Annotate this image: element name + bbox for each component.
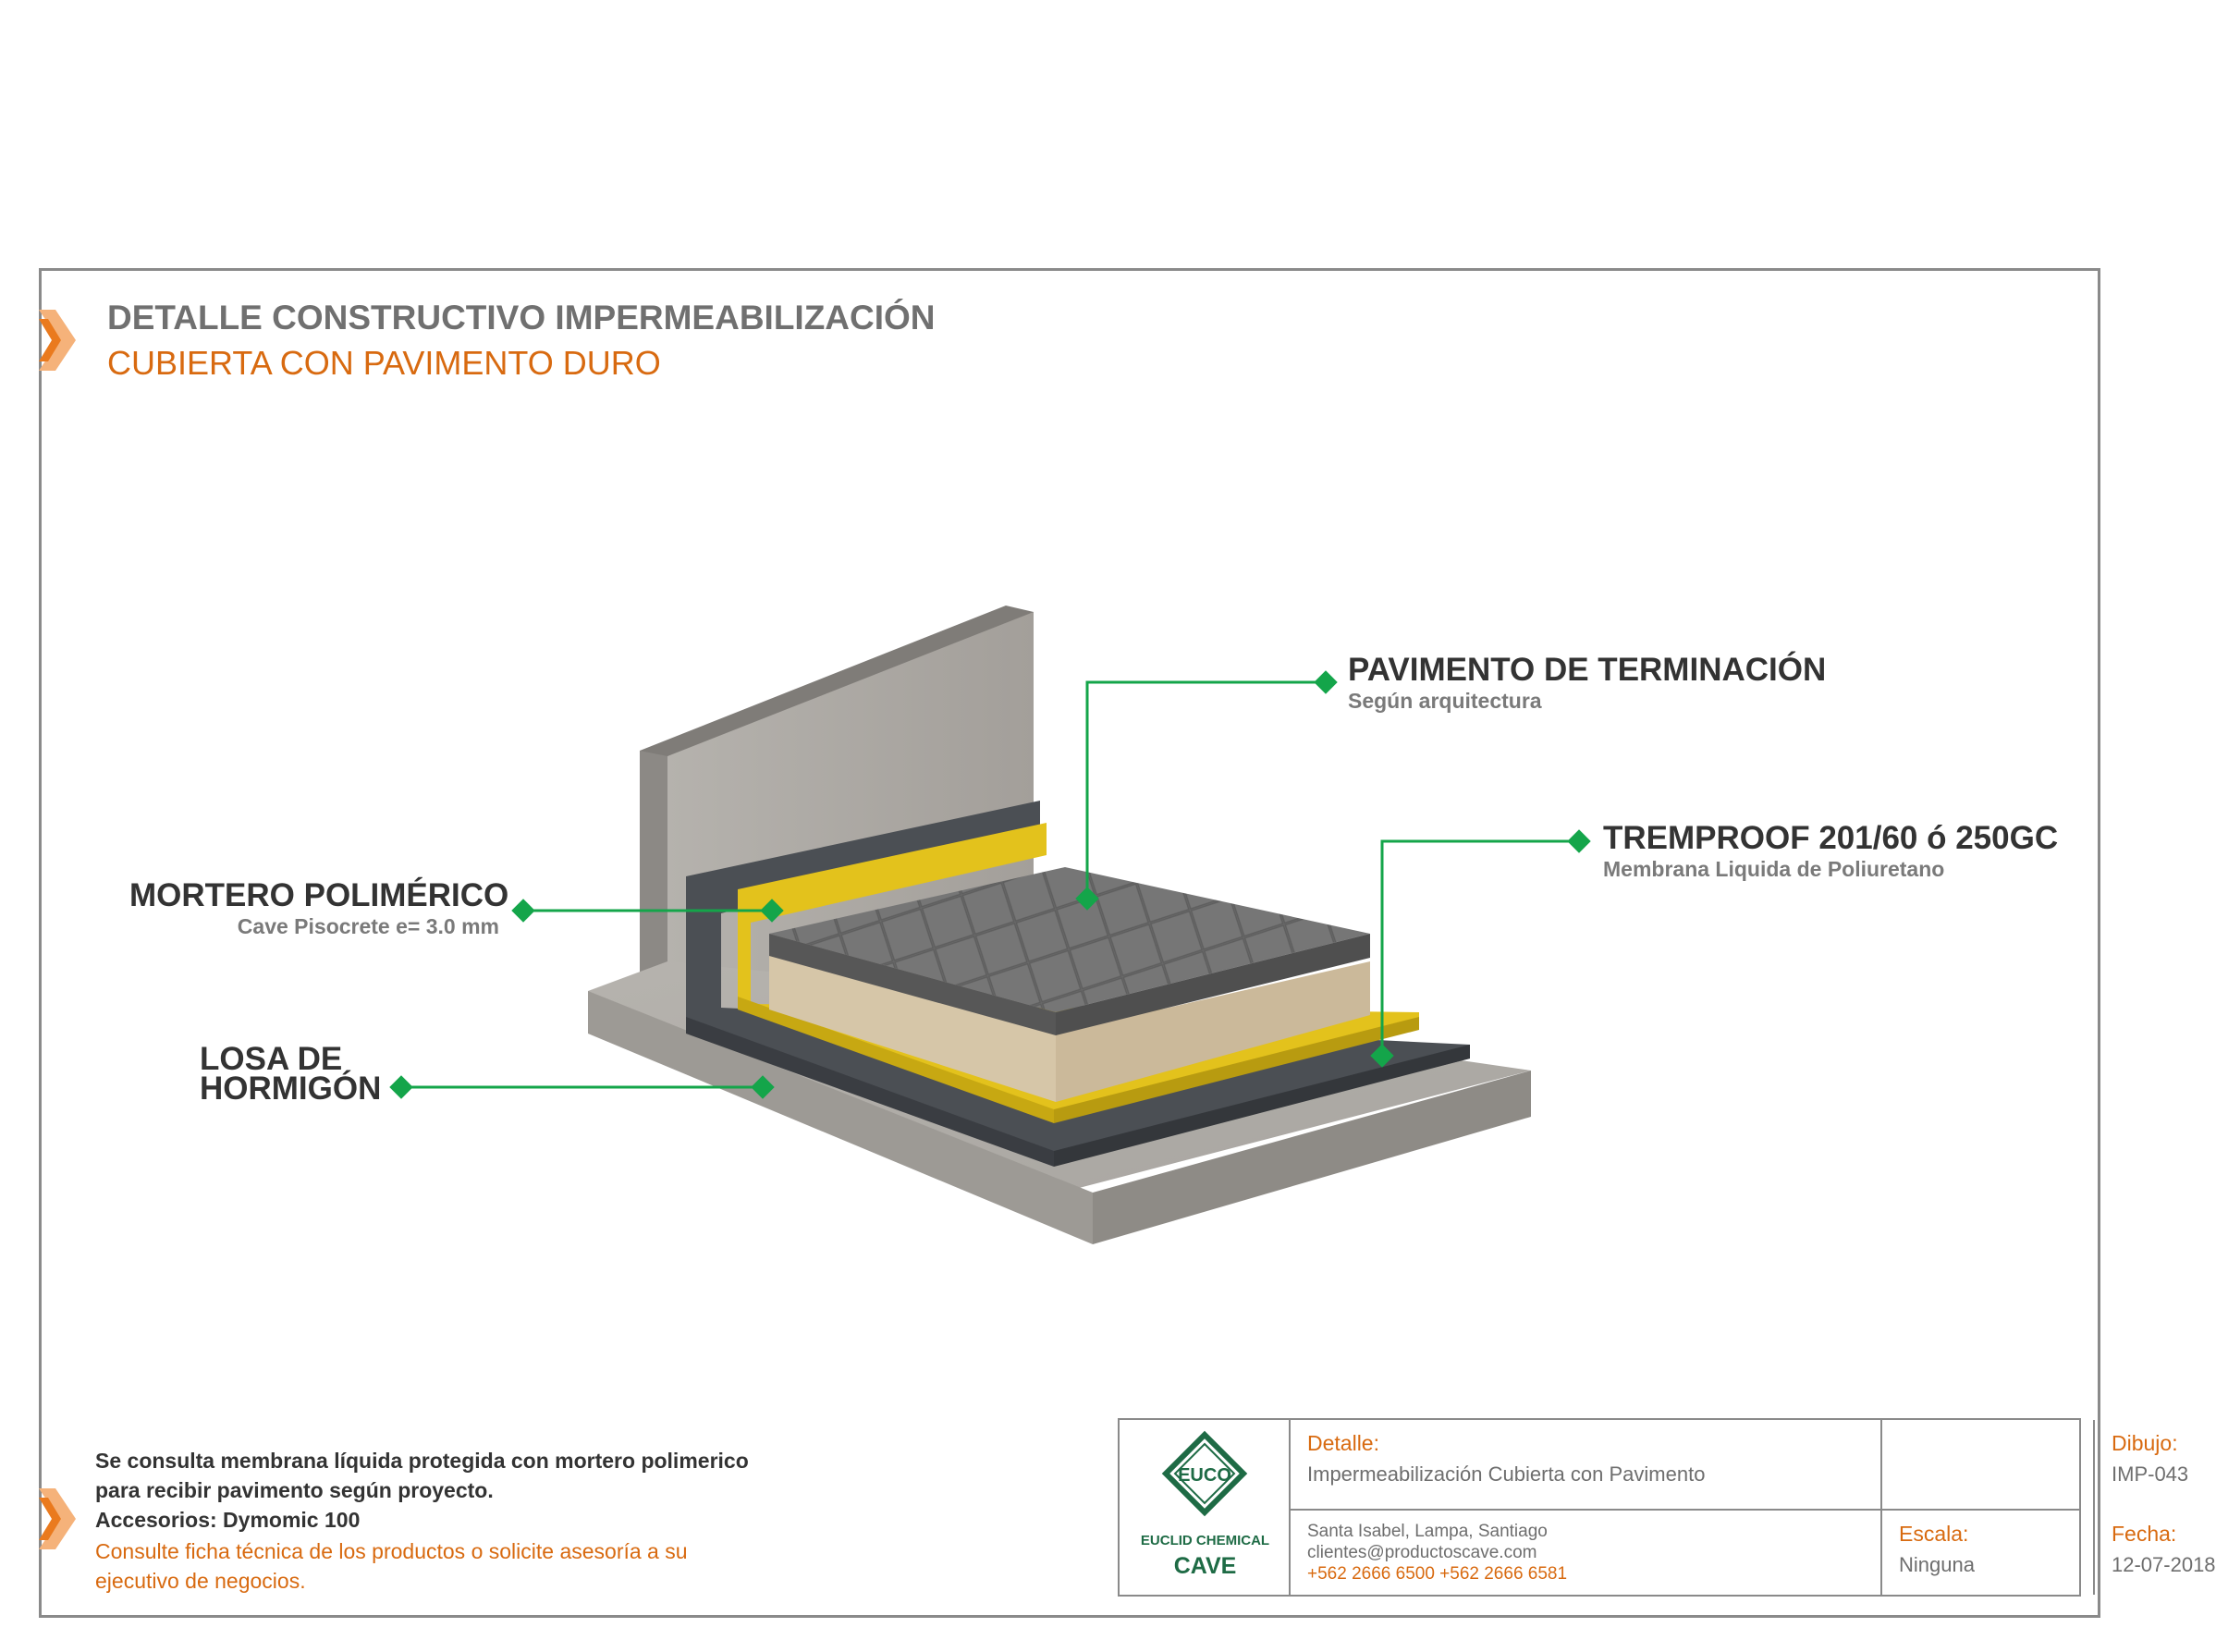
escala-label: Escala: bbox=[1899, 1522, 1969, 1546]
title-block: EUCO EUCLID CHEMICAL CAVE Detalle: Imper… bbox=[1118, 1418, 2216, 1597]
pavimento-sublabel: Según arquitectura bbox=[1348, 689, 1542, 713]
mortero-label: MORTERO POLIMÉRICO bbox=[129, 877, 509, 913]
mortero-marker-icon bbox=[760, 899, 784, 923]
pavimento-leader bbox=[1085, 680, 1326, 899]
detalle-label: Detalle: bbox=[1307, 1431, 1379, 1455]
header-chevron-icon bbox=[39, 310, 76, 371]
company-phones: +562 2666 6500 +562 2666 6581 bbox=[1307, 1564, 1568, 1584]
logo-line2: CAVE bbox=[1173, 1553, 1237, 1579]
dibujo-value: IMP-043 bbox=[2112, 1462, 2189, 1486]
pavimento-marker-icon bbox=[1314, 670, 1338, 694]
tremproof-sublabel: Membrana Liquida de Poliuretano bbox=[1603, 857, 1945, 881]
note-line-5: ejecutivo de negocios. bbox=[95, 1569, 306, 1593]
fecha-label: Fecha: bbox=[2112, 1522, 2177, 1546]
company-logo: EUCO EUCLID CHEMICAL CAVE bbox=[1138, 1429, 1272, 1586]
logo-line1: EUCLID CHEMICAL bbox=[1140, 1533, 1270, 1548]
dibujo-label: Dibujo: bbox=[2112, 1431, 2178, 1455]
fecha-value: 12-07-2018 bbox=[2112, 1553, 2216, 1576]
note-line-4: Consulte ficha técnica de los productos … bbox=[95, 1539, 688, 1563]
detalle-value: Impermeabilización Cubierta con Paviment… bbox=[1307, 1462, 1706, 1486]
page-title: DETALLE CONSTRUCTIVO IMPERMEABILIZACIÓN bbox=[107, 299, 936, 337]
dark-base-layer bbox=[686, 801, 1470, 1167]
note-line-1: Se consulta membrana líquida protegida c… bbox=[95, 1449, 749, 1473]
tremproof-label: TREMPROOF 201/60 ó 250GC bbox=[1603, 820, 2059, 856]
logo-monogram: EUCO bbox=[1178, 1465, 1231, 1486]
drawing-frame bbox=[39, 268, 2100, 1618]
company-address: Santa Isabel, Lampa, Santiago bbox=[1307, 1522, 1548, 1541]
losa-label-line1: LOSA DE bbox=[200, 1041, 343, 1077]
losa-label-line2: HORMIGÓN bbox=[200, 1071, 382, 1107]
notes-chevron-icon bbox=[39, 1488, 76, 1549]
construction-detail-illustration bbox=[389, 606, 1591, 1244]
leader-lines bbox=[401, 680, 1579, 1089]
euclid-logo-icon: EUCO bbox=[1161, 1430, 1248, 1517]
mortar-bed-layer bbox=[769, 952, 1370, 1102]
mortero-marker-icon bbox=[511, 899, 535, 923]
tremproof-marker-icon bbox=[1567, 829, 1591, 853]
page-subtitle: CUBIERTA CON PAVIMENTO DURO bbox=[107, 344, 661, 382]
pavimento-label: PAVIMENTO DE TERMINACIÓN bbox=[1348, 652, 1827, 688]
pavement-tiles bbox=[769, 867, 1370, 1035]
tremproof-leader bbox=[1380, 839, 1579, 1056]
losa-marker-icon bbox=[389, 1075, 413, 1099]
mortero-sublabel: Cave Pisocrete e= 3.0 mm bbox=[237, 914, 499, 938]
note-line-3: Accesorios: Dymomic 100 bbox=[95, 1508, 361, 1532]
escala-value: Ninguna bbox=[1899, 1553, 1975, 1576]
note-line-2: para recibir pavimento según proyecto. bbox=[95, 1478, 494, 1502]
company-email: clientes@productoscave.com bbox=[1307, 1543, 1537, 1562]
